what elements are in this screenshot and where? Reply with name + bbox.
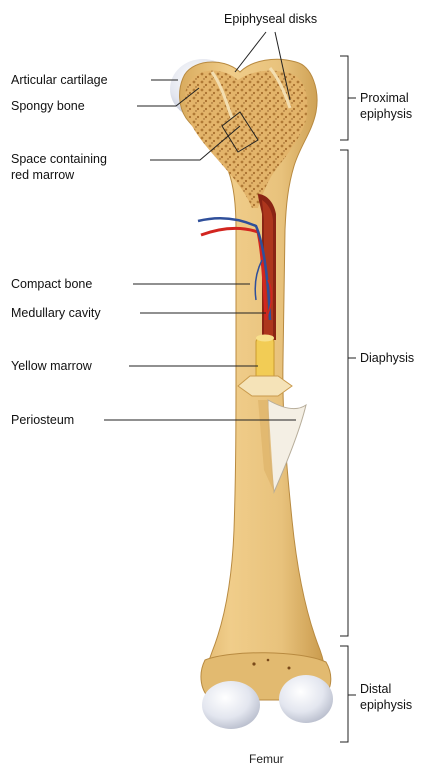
lateral-condyle-cartilage (279, 675, 333, 723)
distal-dot-3 (288, 667, 291, 670)
label-yellow-marrow: Yellow marrow (11, 359, 92, 374)
yellow-marrow-core (256, 338, 274, 382)
yellow-marrow-top (256, 335, 274, 342)
bracket-proximal-epiphysis (340, 56, 356, 140)
label-epiphyseal-disks: Epiphyseal disks (224, 12, 317, 27)
label-proximal-line1: Proximal (360, 91, 409, 106)
label-medullary-cavity: Medullary cavity (11, 306, 101, 321)
medial-condyle-cartilage (202, 681, 260, 729)
bracket-diaphysis (340, 150, 356, 636)
caption-femur: Femur (249, 752, 284, 766)
region-brackets (340, 56, 356, 742)
label-space-red-marrow-line1: Space containing (11, 152, 107, 167)
label-diaphysis: Diaphysis (360, 351, 414, 366)
label-space-red-marrow-line2: red marrow (11, 168, 74, 183)
distal-dot-1 (252, 662, 255, 665)
label-articular-cartilage: Articular cartilage (11, 73, 108, 88)
label-periosteum: Periosteum (11, 413, 74, 428)
bracket-distal-epiphysis (340, 646, 356, 742)
label-distal-line2: epiphysis (360, 698, 412, 713)
label-proximal-line2: epiphysis (360, 107, 412, 122)
label-compact-bone: Compact bone (11, 277, 92, 292)
distal-dot-2 (267, 659, 270, 662)
label-spongy-bone: Spongy bone (11, 99, 85, 114)
label-distal-line1: Distal (360, 682, 391, 697)
